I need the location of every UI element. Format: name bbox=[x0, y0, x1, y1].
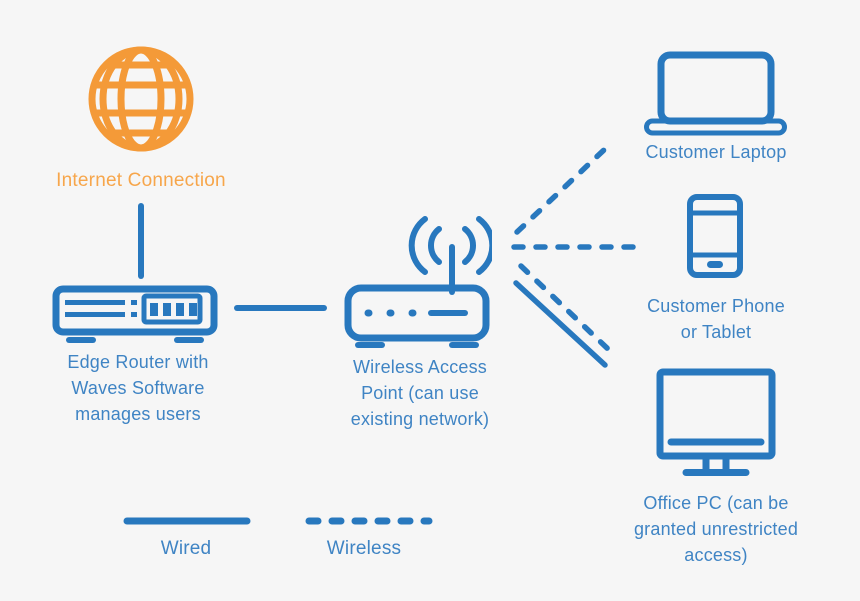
desktop-monitor-icon bbox=[656, 368, 776, 476]
wireless-access-point-icon bbox=[344, 216, 492, 348]
connection-ap-pc-wired bbox=[513, 280, 608, 368]
office-pc-label: Office PC (can be granted unrestricted a… bbox=[606, 490, 826, 568]
internet-label: Internet Connection bbox=[56, 170, 226, 191]
customer-phone-label-line: or Tablet bbox=[680, 322, 752, 342]
globe-icon bbox=[88, 46, 194, 152]
office-pc-label-line: granted unrestricted bbox=[633, 519, 799, 539]
router-icon bbox=[52, 285, 218, 343]
laptop-icon bbox=[644, 51, 787, 136]
edge-router-label-line: manages users bbox=[75, 404, 201, 424]
legend-wired-line bbox=[123, 517, 251, 525]
customer-phone-label-line: Customer Phone bbox=[647, 296, 785, 316]
access-point-label: Wireless Access Point (can use existing … bbox=[320, 354, 520, 432]
legend-wired-label: Wired bbox=[160, 538, 212, 559]
access-point-label-line: Point (can use bbox=[361, 383, 479, 403]
access-point-label-line: existing network) bbox=[350, 409, 490, 429]
edge-router-label-line: Edge Router with bbox=[67, 352, 209, 372]
connection-ap-laptop-wireless bbox=[514, 145, 609, 235]
office-pc-label-line: access) bbox=[684, 545, 748, 565]
legend-wireless-label: Wireless bbox=[326, 538, 402, 559]
office-pc-label-line: Office PC (can be bbox=[643, 493, 789, 513]
phone-icon bbox=[687, 194, 743, 278]
edge-router-label-line: Waves Software bbox=[71, 378, 205, 398]
edge-router-label: Edge Router with Waves Software manages … bbox=[38, 349, 238, 427]
legend-wireless-line bbox=[305, 517, 433, 525]
connection-ap-pc-wireless bbox=[518, 263, 611, 352]
customer-laptop-label: Customer Laptop bbox=[645, 142, 787, 162]
access-point-label-line: Wireless Access bbox=[352, 357, 488, 377]
customer-phone-label: Customer Phone or Tablet bbox=[616, 293, 816, 345]
